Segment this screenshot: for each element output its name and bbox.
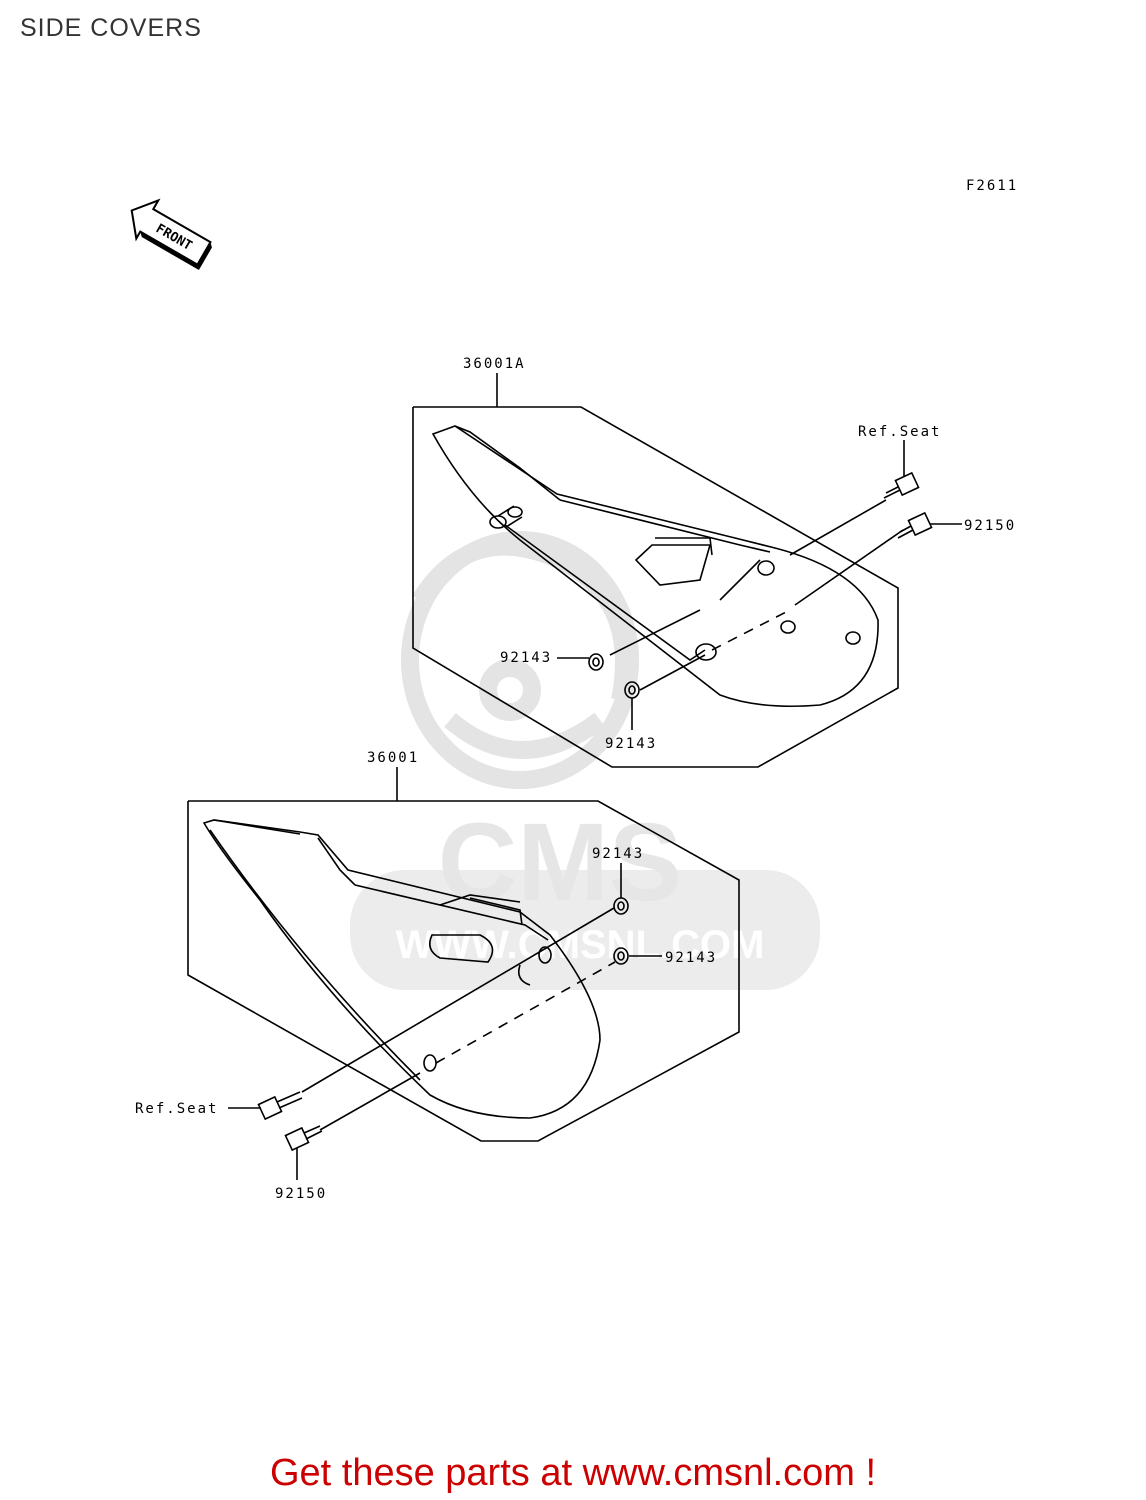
label-92150-upper: 92150 [964,518,1016,534]
washer-lower-right [613,947,629,965]
page-title: SIDE COVERS [20,14,202,42]
bolt-ref-seat-upper [883,471,920,499]
front-arrow-icon: FRONT [130,198,212,271]
label-36001A: 36001A [463,356,526,372]
upper-group-boundary [412,406,899,768]
bolt-ref-seat-lower [257,1091,303,1121]
bolt-92150-lower [284,1125,323,1152]
upper-cover-assembly [412,373,962,768]
label-92143-upper-bottom: 92143 [605,736,657,752]
watermark: CMS WWW.CMSNL.COM [350,531,820,990]
watermark-brand: CMS [438,801,682,924]
label-92143-lower-top: 92143 [592,846,644,862]
footer-cta-link[interactable]: Get these parts at www.cmsnl.com ! [269,1452,877,1494]
lower-side-cover [202,819,601,1119]
label-92143-lower-right: 92143 [665,950,717,966]
label-92150-lower: 92150 [275,1186,327,1202]
washer-upper-left [588,653,604,671]
lower-cover-assembly [187,767,740,1180]
figure-code: F2611 [966,178,1018,194]
lower-group-boundary [187,800,740,1142]
label-ref-seat-lower: Ref.Seat [135,1101,218,1117]
label-92143-upper-left: 92143 [500,650,552,666]
label-ref-seat-upper: Ref.Seat [858,424,941,440]
upper-side-cover [431,425,879,708]
bolt-92150-upper [897,511,933,539]
label-36001: 36001 [367,750,419,766]
